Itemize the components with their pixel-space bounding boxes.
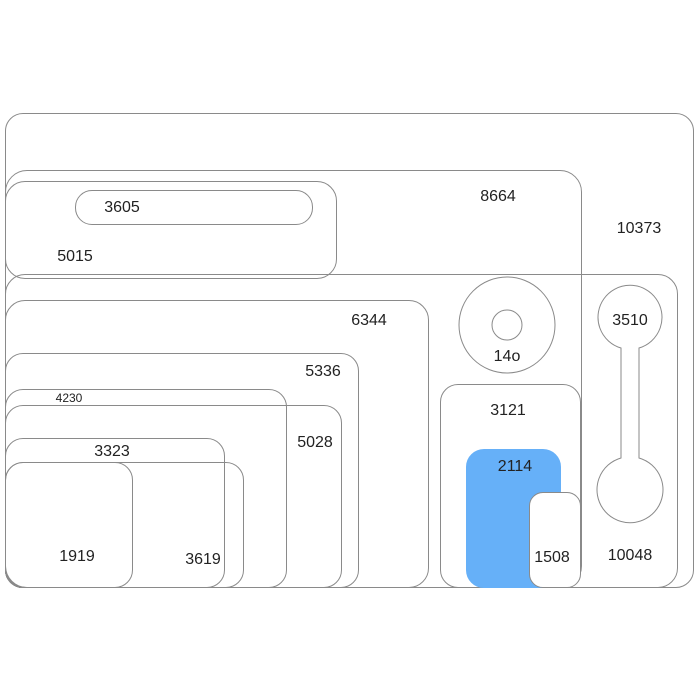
dumbbell-shape xyxy=(596,284,664,524)
box-5015 xyxy=(5,181,337,279)
label-4230: 4230 xyxy=(55,391,83,405)
box-1919 xyxy=(5,462,133,588)
label-2114: 2114 xyxy=(497,458,533,475)
label-5028: 5028 xyxy=(297,434,333,451)
box-1508 xyxy=(529,492,581,588)
label-3323: 3323 xyxy=(94,443,130,460)
donut-inner xyxy=(491,309,523,341)
label-8664: 8664 xyxy=(480,188,516,205)
label-1508: 1508 xyxy=(534,549,570,566)
label-5015: 5015 xyxy=(57,248,93,265)
label-1919: 1919 xyxy=(59,548,95,565)
label-3619: 3619 xyxy=(185,551,221,568)
label-140: 14o xyxy=(493,348,521,365)
label-10373: 10373 xyxy=(616,220,662,237)
donut-outer xyxy=(458,276,556,374)
label-10048: 10048 xyxy=(607,547,653,564)
label-5336: 5336 xyxy=(305,363,341,380)
label-3605: 3605 xyxy=(104,199,140,216)
label-3121: 3121 xyxy=(490,402,526,419)
box-3605 xyxy=(75,190,313,225)
label-6344: 6344 xyxy=(351,312,387,329)
label-3510: 3510 xyxy=(612,312,648,329)
